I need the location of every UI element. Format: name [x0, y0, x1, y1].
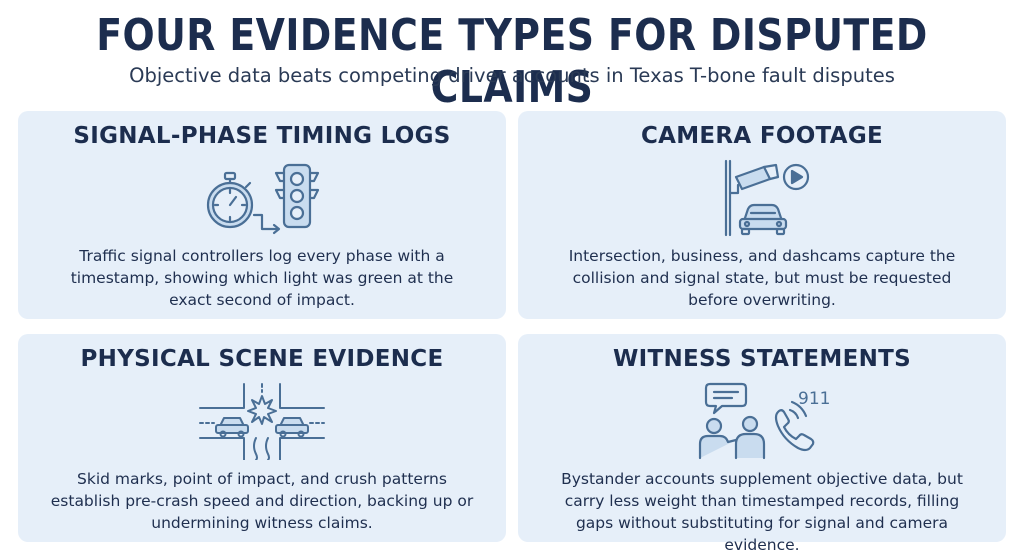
page-subtitle: Objective data beats competing driver ac… [129, 64, 895, 87]
security-camera-car-icon [724, 159, 810, 237]
card-description: Bystander accounts supplement objective … [561, 470, 963, 554]
intersection-collision-icon [199, 383, 325, 460]
stopwatch-traffic-light-icon [206, 163, 320, 235]
card-description: Intersection, business, and dashcams cap… [568, 247, 956, 309]
card-description: Skid marks, point of impact, and crush p… [50, 470, 474, 532]
card-description: Traffic signal controllers log every pha… [70, 247, 454, 309]
card-camera-footage: CAMERA FOOTAGE Intersection, business, a… [518, 111, 1006, 319]
card-signal-timing: SIGNAL-PHASE TIMING LOGS Traffic signal … [18, 111, 506, 319]
card-title: SIGNAL-PHASE TIMING LOGS [73, 123, 451, 149]
card-title: CAMERA FOOTAGE [640, 123, 884, 149]
page-title: FOUR EVIDENCE TYPES FOR DISPUTED CLAIMS [96, 10, 928, 113]
witness-phone-icon: 911 [698, 382, 830, 460]
card-witness-statements: WITNESS STATEMENTS 911 Bystander account… [518, 334, 1006, 554]
card-physical-scene: PHYSICAL SCENE EVIDENCE Skid marks, poin… [18, 334, 506, 542]
emergency-number-label: 911 [798, 389, 830, 409]
card-title: PHYSICAL SCENE EVIDENCE [80, 346, 444, 372]
card-title: WITNESS STATEMENTS [612, 346, 912, 372]
